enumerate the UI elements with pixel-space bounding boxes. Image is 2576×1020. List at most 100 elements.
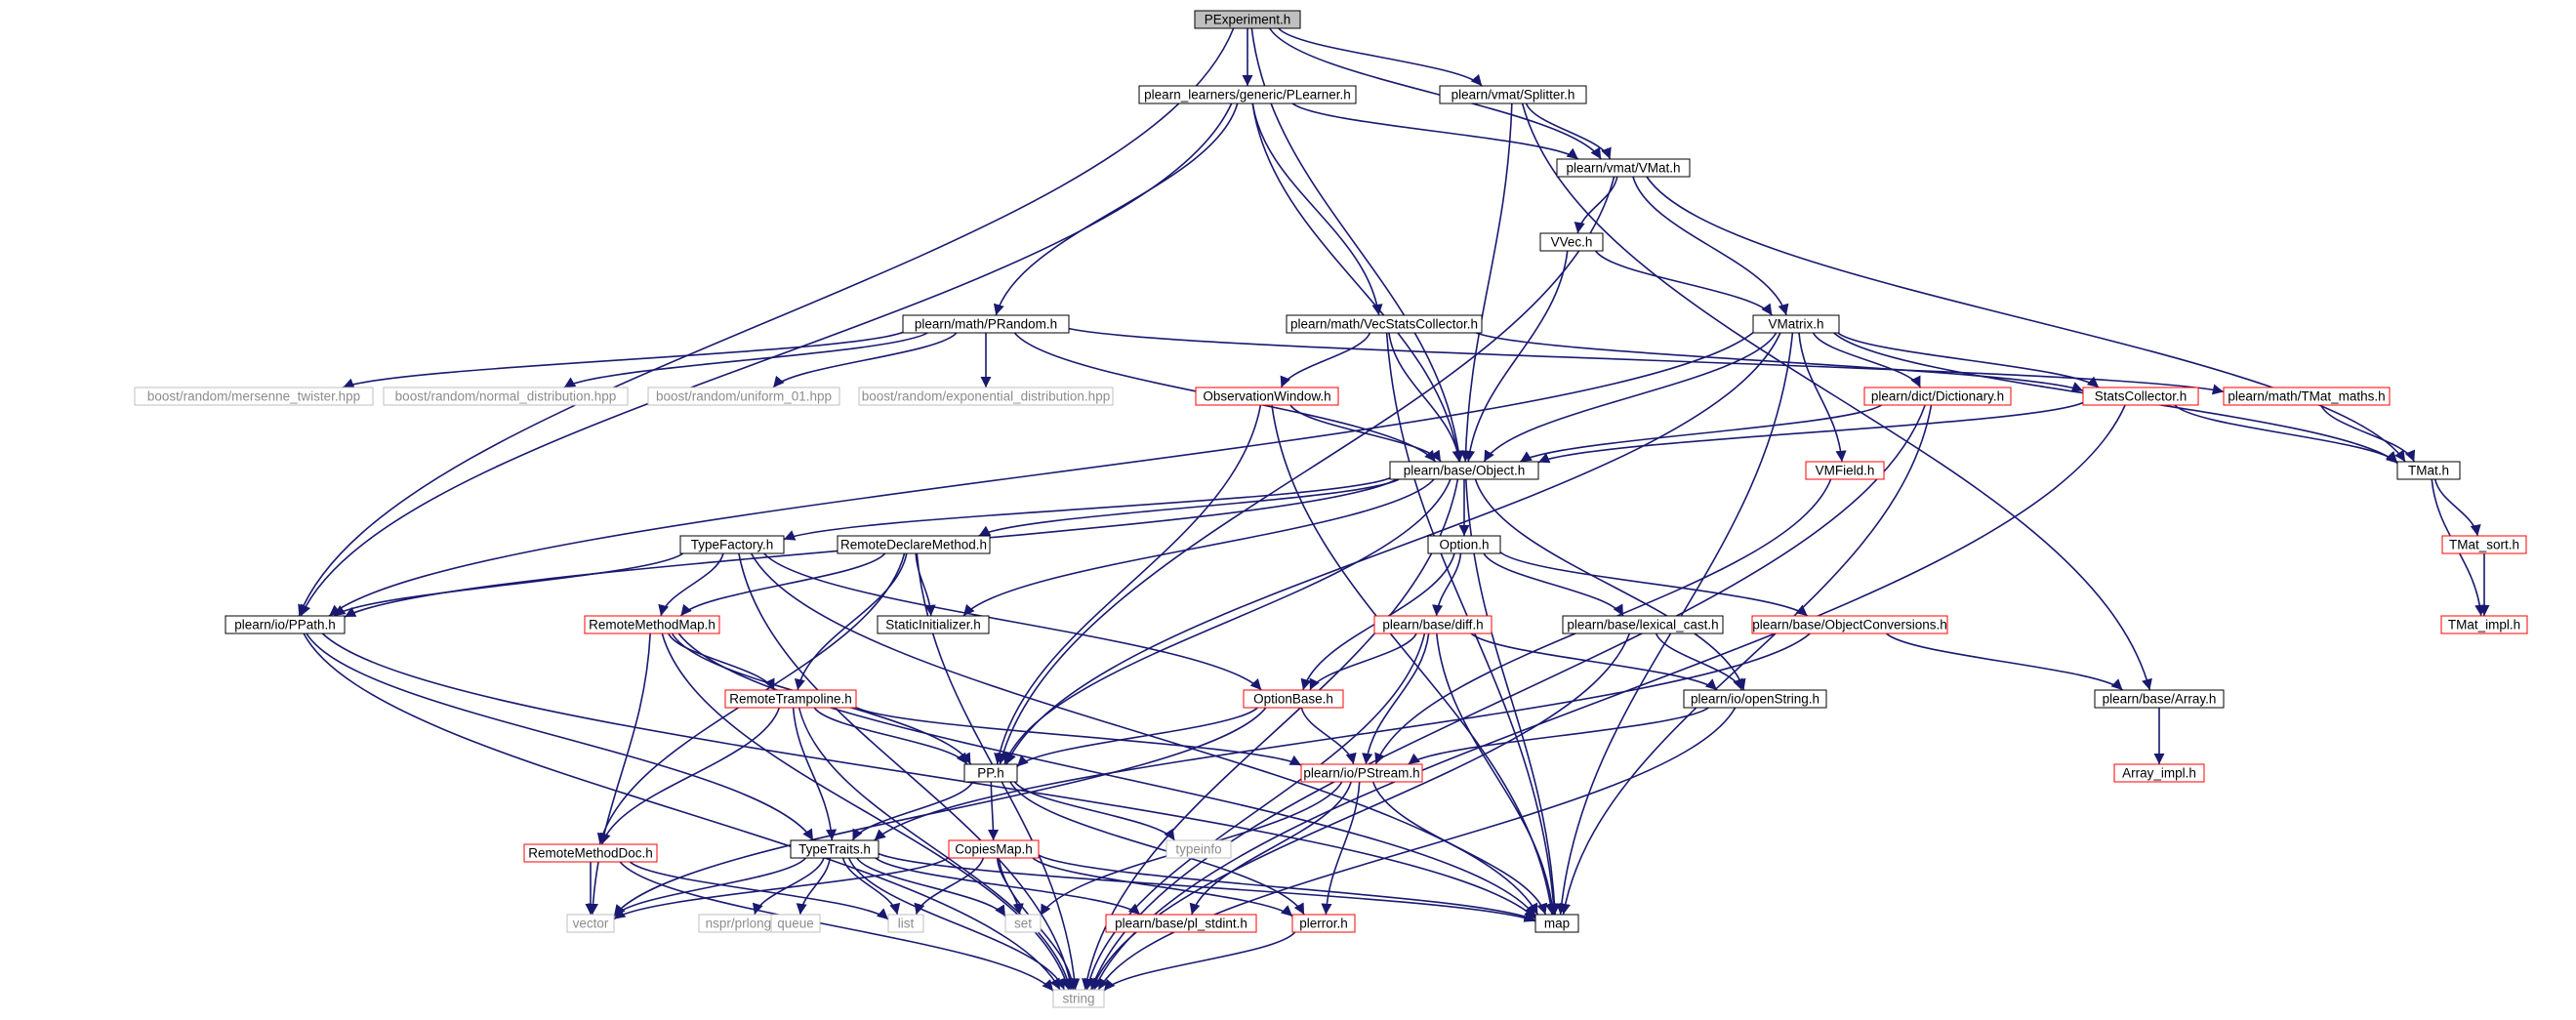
node-tmatmaths[interactable]: plearn/math/TMat_maths.h bbox=[2223, 387, 2391, 406]
node-arrayimpl[interactable]: Array_impl.h bbox=[2113, 763, 2205, 783]
node-string[interactable]: string bbox=[1052, 989, 1105, 1008]
node-object[interactable]: plearn/base/Object.h bbox=[1389, 461, 1539, 480]
node-splitter[interactable]: plearn/vmat/Splitter.h bbox=[1439, 85, 1587, 104]
node-lexicalcast[interactable]: plearn/base/lexical_cast.h bbox=[1562, 615, 1724, 634]
edge-plearner-to-vmat bbox=[1291, 102, 1579, 160]
node-tmat[interactable]: TMat.h bbox=[2396, 461, 2461, 480]
edge-ppath-to-string bbox=[303, 632, 1061, 991]
node-label: plearn/base/Array.h bbox=[2103, 692, 2217, 707]
node-label: ObservationWindow.h bbox=[1203, 389, 1330, 404]
node-statscoll[interactable]: StatsCollector.h bbox=[2082, 387, 2199, 406]
node-label: Option.h bbox=[1439, 538, 1489, 552]
node-label: vector bbox=[573, 917, 609, 931]
node-remotemethodmap[interactable]: RemoteMethodMap.h bbox=[584, 615, 720, 634]
node-obswin[interactable]: ObservationWindow.h bbox=[1195, 387, 1339, 406]
node-label: VMatrix.h bbox=[1768, 317, 1823, 332]
edge-typefactory-to-remotemethodmap bbox=[658, 552, 724, 617]
node-staticinit[interactable]: StaticInitializer.h bbox=[877, 615, 990, 634]
node-option[interactable]: Option.h bbox=[1427, 535, 1501, 554]
node-box bbox=[1300, 763, 1423, 783]
node-openstring[interactable]: plearn/io/openString.h bbox=[1683, 689, 1827, 709]
node-pp[interactable]: PP.h bbox=[963, 763, 1018, 783]
node-label: TMat.h bbox=[2408, 464, 2449, 478]
node-box bbox=[1286, 314, 1483, 334]
edge-vmatrix-to-statscoll bbox=[1837, 332, 2100, 388]
node-queue[interactable]: queue bbox=[770, 914, 821, 933]
node-box bbox=[2113, 763, 2205, 783]
node-vmatrix[interactable]: VMatrix.h bbox=[1752, 314, 1840, 334]
node-box bbox=[1291, 914, 1356, 933]
node-array[interactable]: plearn/base/Array.h bbox=[2094, 689, 2225, 709]
node-objconv[interactable]: plearn/base/ObjectConversions.h bbox=[1751, 615, 1948, 634]
edge-typetraits-to-nspr bbox=[752, 857, 825, 916]
node-label: plearn/vmat/Splitter.h bbox=[1452, 88, 1575, 102]
node-typetraits[interactable]: TypeTraits.h bbox=[790, 839, 879, 859]
node-diff[interactable]: plearn/base/diff.h bbox=[1373, 615, 1492, 634]
node-box bbox=[1373, 615, 1492, 634]
edge-typefactory-to-map bbox=[750, 552, 1539, 916]
node-tmatimpl[interactable]: TMat_impl.h bbox=[2440, 615, 2528, 634]
node-dictionary[interactable]: plearn/dict/Dictionary.h bbox=[1863, 387, 2012, 406]
edge-remotetramp-to-pstream bbox=[855, 706, 1302, 766]
node-typeinfo[interactable]: typeinfo bbox=[1165, 839, 1232, 859]
node-box bbox=[2396, 461, 2461, 480]
edge-pp-to-typetraits bbox=[851, 781, 974, 841]
edge-pp-to-typeinfo bbox=[1013, 781, 1176, 841]
node-box bbox=[225, 615, 346, 634]
edge-copiesmap-to-list bbox=[914, 857, 985, 916]
node-box bbox=[1138, 85, 1357, 104]
node-remotedecl[interactable]: RemoteDeclareMethod.h bbox=[837, 535, 991, 554]
node-remotemethoddoc[interactable]: RemoteMethodDoc.h bbox=[523, 843, 658, 863]
node-tmatsort[interactable]: TMat_sort.h bbox=[2441, 535, 2527, 554]
node-prandom[interactable]: plearn/math/PRandom.h bbox=[902, 314, 1070, 334]
node-box bbox=[2440, 615, 2528, 634]
node-pstream[interactable]: plearn/io/PStream.h bbox=[1300, 763, 1423, 783]
node-label: plearn/base/Object.h bbox=[1404, 464, 1526, 478]
node-label: set bbox=[1014, 917, 1032, 931]
edge-splitter-to-vmat bbox=[1525, 102, 1612, 160]
node-box bbox=[1389, 461, 1539, 480]
node-box bbox=[1534, 914, 1579, 933]
node-optionbase[interactable]: OptionBase.h bbox=[1243, 689, 1344, 709]
node-box bbox=[1863, 387, 2012, 406]
node-copiesmap[interactable]: CopiesMap.h bbox=[948, 839, 1040, 859]
node-plstdint[interactable]: plearn/base/pl_stdint.h bbox=[1105, 914, 1257, 933]
node-label: Array_impl.h bbox=[2122, 766, 2196, 781]
node-map[interactable]: map bbox=[1534, 914, 1579, 933]
edge-remotetramp-to-typetraits bbox=[792, 707, 838, 841]
node-label: plearn/math/TMat_maths.h bbox=[2228, 389, 2385, 404]
node-vecstats[interactable]: plearn/math/VecStatsCollector.h bbox=[1286, 314, 1483, 334]
node-box bbox=[1004, 914, 1042, 933]
edge-tmat-to-tmatsort bbox=[2433, 478, 2481, 537]
edge-vmatrix-to-ppath bbox=[328, 332, 1754, 617]
edge-remotedecl-to-remotemethodmap bbox=[679, 552, 886, 617]
node-label: plearn/math/VecStatsCollector.h bbox=[1290, 317, 1478, 332]
node-vmfield[interactable]: VMField.h bbox=[1805, 461, 1885, 480]
node-pexperiment[interactable]: PExperiment.h bbox=[1194, 10, 1301, 29]
node-set[interactable]: set bbox=[1004, 914, 1042, 933]
node-plerror[interactable]: plerror.h bbox=[1291, 914, 1356, 933]
node-ppath[interactable]: plearn/io/PPath.h bbox=[225, 615, 346, 634]
node-uniform[interactable]: boost/random/uniform_01.hpp bbox=[647, 387, 840, 406]
node-mersenne[interactable]: boost/random/mersenne_twister.hpp bbox=[134, 387, 374, 406]
edge-lexicalcast-to-string bbox=[1090, 632, 1631, 991]
edge-dictionary-to-string bbox=[1089, 404, 1926, 991]
node-box bbox=[647, 387, 840, 406]
node-normal[interactable]: boost/random/normal_distribution.hpp bbox=[383, 387, 629, 406]
edge-remotemethodmap-to-map bbox=[677, 632, 1536, 918]
node-plearner[interactable]: plearn_learners/generic/PLearner.h bbox=[1138, 85, 1357, 104]
edge-objconv-to-array bbox=[1885, 632, 2124, 691]
edge-lexicalcast-to-openstring bbox=[1655, 632, 1743, 691]
edge-typefactory-to-ppath bbox=[333, 552, 684, 617]
node-remotetramp[interactable]: RemoteTrampoline.h bbox=[724, 689, 857, 709]
node-list[interactable]: list bbox=[887, 914, 924, 933]
edge-diff-to-map bbox=[1435, 632, 1558, 916]
node-vmat[interactable]: plearn/vmat/VMat.h bbox=[1556, 158, 1691, 178]
node-box bbox=[887, 914, 924, 933]
node-label: typeinfo bbox=[1175, 842, 1221, 857]
node-vector[interactable]: vector bbox=[566, 914, 615, 933]
node-typefactory[interactable]: TypeFactory.h bbox=[679, 535, 785, 554]
node-vvec[interactable]: VVec.h bbox=[1539, 232, 1604, 252]
node-expdist[interactable]: boost/random/exponential_distribution.hp… bbox=[858, 387, 1114, 406]
edge-pstream-to-map bbox=[1371, 781, 1548, 916]
